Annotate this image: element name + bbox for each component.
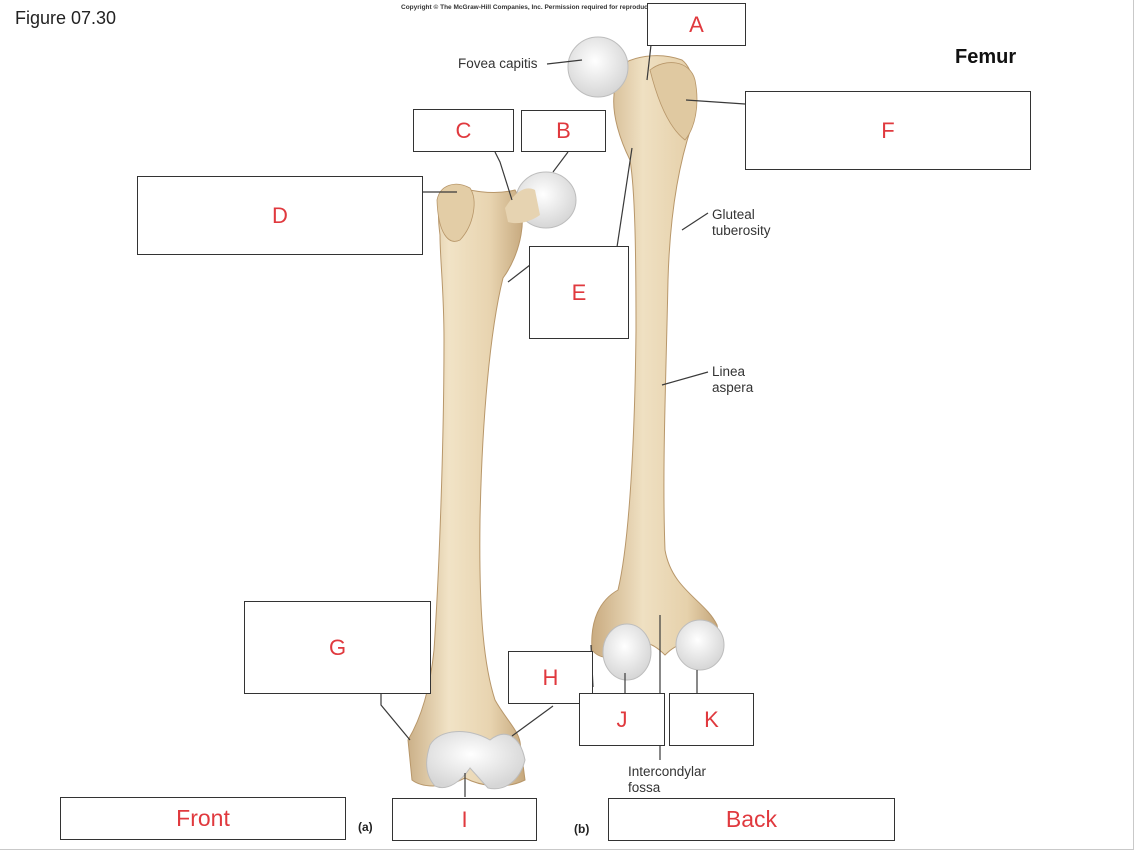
- leader-gluteal: [681, 212, 709, 231]
- caption-box-back[interactable]: Back: [608, 798, 895, 841]
- leader-A: [646, 44, 652, 81]
- answer-box-E-text: E: [571, 279, 587, 305]
- answer-box-C-text: C: [455, 117, 472, 143]
- answer-box-K[interactable]: K: [669, 693, 754, 746]
- caption-back-text: Back: [725, 806, 778, 832]
- answer-box-J[interactable]: J: [579, 693, 665, 746]
- leader-C: [494, 151, 513, 201]
- answer-box-D[interactable]: D: [137, 176, 423, 255]
- answer-box-E[interactable]: E: [529, 246, 629, 339]
- label-gluteal-line1: Gluteal: [712, 207, 755, 222]
- answer-box-D-text: D: [272, 202, 288, 228]
- leader-fovea-capitis: [546, 59, 583, 65]
- femur-posterior-view: [567, 36, 725, 681]
- femur-b-head-cartilage: [567, 36, 629, 98]
- femur-a-condyle-cartilage: [426, 731, 526, 790]
- femur-b-greater-trochanter: [649, 62, 698, 141]
- answer-box-J-text: J: [616, 706, 628, 732]
- label-linea-line2: aspera: [712, 380, 754, 395]
- leader-E: [616, 147, 633, 248]
- leader-B: [552, 151, 569, 173]
- answer-box-G-text: G: [328, 634, 347, 660]
- answer-box-I[interactable]: I: [392, 798, 537, 841]
- answer-box-H[interactable]: H: [508, 651, 593, 704]
- label-intercondylar-line1: Intercondylar: [628, 764, 707, 779]
- answer-box-G[interactable]: G: [244, 601, 431, 694]
- answer-box-B-text: B: [556, 118, 571, 143]
- answer-box-F-text: F: [881, 117, 895, 143]
- femur-b-medial-condyle-cartilage: [602, 623, 652, 681]
- figure-title: Figure 07.30: [15, 8, 117, 28]
- caption-front-text: Front: [176, 805, 230, 831]
- copyright-notice: Copyright © The McGraw-Hill Companies, I…: [401, 4, 647, 11]
- answer-box-C[interactable]: C: [413, 109, 514, 152]
- label-fovea-capitis: Fovea capitis: [458, 56, 538, 71]
- part-label-b: (b): [574, 822, 590, 836]
- answer-box-F[interactable]: F: [745, 91, 1031, 170]
- label-linea-line1: Linea: [712, 364, 746, 379]
- femur-anterior-view: [407, 171, 577, 790]
- part-label-a: (a): [358, 820, 373, 834]
- label-intercondylar-line2: fossa: [628, 780, 661, 795]
- answer-box-H-text: H: [542, 664, 559, 690]
- answer-box-A-text: A: [689, 11, 704, 37]
- leader-G: [380, 693, 411, 741]
- leader-E2: [507, 264, 531, 283]
- femur-title: Femur: [955, 46, 1017, 68]
- leader-H: [511, 705, 554, 737]
- leader-lines: [380, 44, 746, 797]
- answer-box-I-text: I: [461, 806, 468, 832]
- label-gluteal-line2: tuberosity: [712, 223, 771, 238]
- femur-b-lateral-condyle-cartilage: [675, 619, 725, 671]
- femur-b-shaft: [591, 55, 720, 661]
- femur-a-greater-trochanter: [436, 183, 475, 242]
- answer-box-A[interactable]: A: [647, 3, 746, 46]
- answer-box-B[interactable]: B: [521, 110, 606, 152]
- leader-F: [685, 99, 746, 105]
- femur-a-neck: [505, 188, 540, 224]
- leader-linea: [661, 371, 709, 386]
- caption-box-front[interactable]: Front: [60, 797, 346, 840]
- answer-box-K-text: K: [704, 706, 719, 732]
